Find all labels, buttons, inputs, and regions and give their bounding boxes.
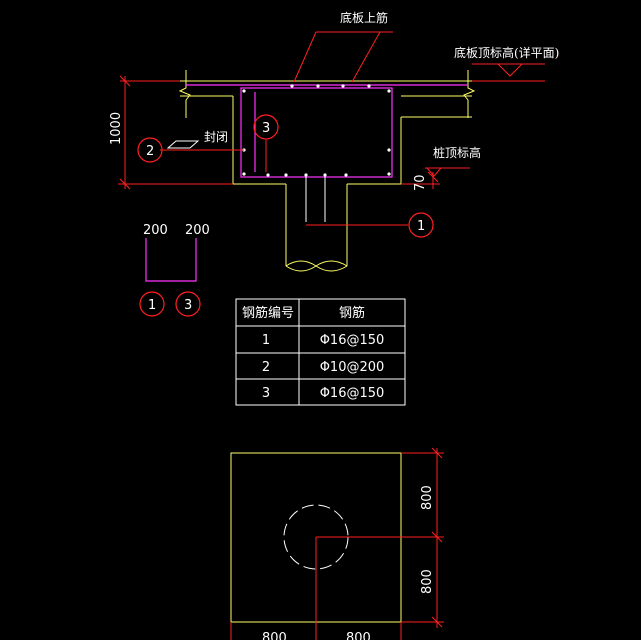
table-row-2-id: 2 — [262, 360, 270, 375]
legend-dim-left: 200 — [143, 223, 168, 238]
plan-dim-bottom-right: 800 — [346, 631, 371, 640]
legend-dim-right: 200 — [185, 223, 210, 238]
table-row-3-id: 3 — [262, 386, 270, 401]
rebar-table — [235, 298, 406, 406]
callout-circles — [137, 114, 434, 317]
dimension-lines — [118, 31, 545, 226]
plan-dim-upper: 800 — [420, 485, 435, 510]
table-header-2: 钢筋 — [339, 305, 365, 321]
top-rebar-label: 底板上筋 — [340, 10, 388, 25]
dim-height-label: 1000 — [109, 112, 124, 145]
table-row-2-spec: Φ10@200 — [320, 360, 385, 375]
legend-callout-1-text: 1 — [148, 298, 156, 313]
section-outline — [178, 70, 476, 272]
plan-dim-bottom-left: 800 — [262, 631, 287, 640]
pile-top-elevation-label: 桩顶标高 — [433, 145, 481, 160]
callout-3-text: 3 — [262, 121, 270, 136]
table-row-1-spec: Φ16@150 — [320, 333, 385, 348]
callout-1-text: 1 — [417, 219, 425, 234]
callout-2-text: 2 — [146, 144, 154, 159]
dim-70-label: 70 — [413, 174, 428, 191]
plan-dim-lower: 800 — [420, 569, 435, 594]
pile-bars — [305, 176, 326, 222]
rebar-lines — [186, 84, 468, 178]
legend-bar — [145, 238, 197, 282]
legend-callout-3-text: 3 — [184, 298, 192, 313]
table-row-1-id: 1 — [262, 333, 270, 348]
plan-view — [230, 447, 444, 640]
sealing-mark — [166, 140, 200, 149]
table-row-3-spec: Φ16@150 — [320, 386, 385, 401]
sealing-label: 封闭 — [204, 130, 228, 144]
slab-top-elevation-label: 底板顶标高(详平面) — [454, 45, 559, 60]
table-header-1: 钢筋编号 — [242, 305, 294, 321]
